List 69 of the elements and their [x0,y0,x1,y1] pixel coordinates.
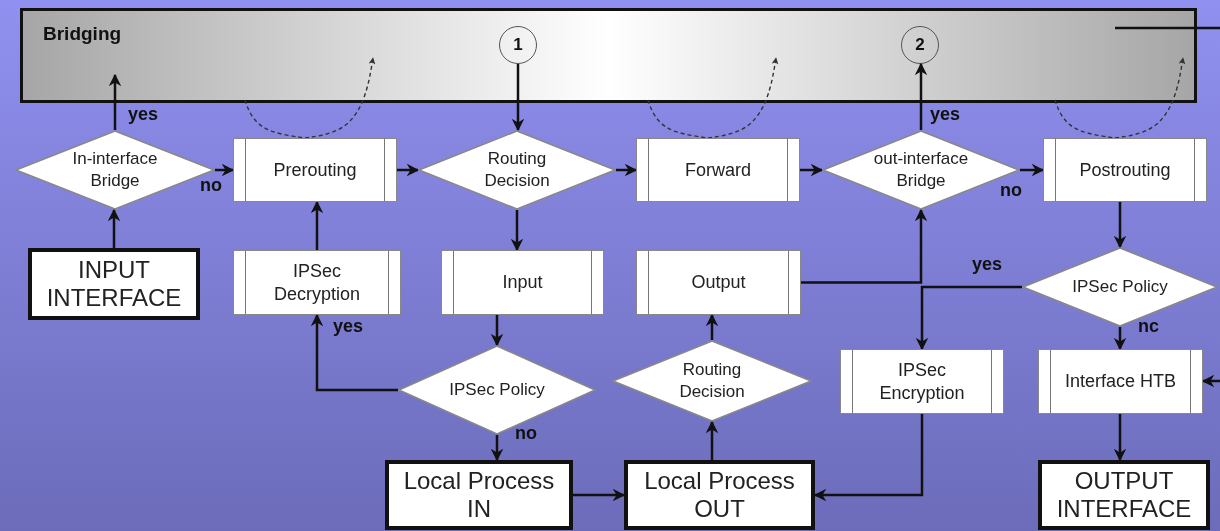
arrow [616,163,638,177]
node-label: Routing Decision [483,147,551,192]
process-box [233,250,401,315]
interface-box [1038,460,1210,530]
decision-diamond [418,130,616,210]
node-label: In-interface Bridge [71,147,159,192]
node-label: Routing Decision [678,358,746,403]
process-box [441,250,604,315]
arrow [1020,163,1045,177]
arrow [107,208,121,248]
node-label: Output [691,271,746,294]
arrow [1113,202,1127,249]
node-label: IPSec Decryption [272,260,361,305]
edge-label: no [200,175,222,196]
node-label: out-interface Bridge [872,147,970,192]
arrow [915,285,1022,351]
arrow [1201,374,1220,388]
edge-label: no [515,423,537,444]
node-label: IPSec Encryption [878,359,966,404]
process-box [1038,349,1203,414]
band-title: Bridging [43,23,122,45]
node-label: Local Process IN [402,467,556,523]
edge-label: yes [128,104,159,125]
decision-diamond [822,130,1020,210]
node-label: Input [502,271,543,294]
edge-label: yes [972,254,1003,275]
process-box [233,138,397,202]
arrow [801,208,928,284]
node-label: INPUT INTERFACE [45,256,183,312]
arrow [108,73,122,130]
node-label: Local Process OUT [643,467,796,523]
node-label: Interface HTB [1063,370,1177,393]
node-label: OUTPUT INTERFACE [1055,467,1193,523]
arrow [490,315,504,347]
arrow [800,163,824,177]
arrow [490,435,504,462]
process-box [1043,138,1207,202]
edge-label: no [1000,180,1022,201]
arrow [215,163,235,177]
arrow [310,313,398,392]
edge-label: nc [1138,316,1159,337]
arrow [510,210,524,252]
node-label: Forward [685,158,751,182]
node-label: IPSec Policy [448,378,546,401]
edge-label: yes [930,104,961,125]
bridging-band [20,8,1197,103]
arrow [1113,414,1127,462]
arrow [705,313,719,340]
interface-box [624,460,815,530]
arrow [1113,327,1127,351]
arrow [573,488,626,502]
process-box [840,349,1004,414]
decision-diamond [612,340,812,422]
interface-box [28,248,200,320]
process-box [636,138,800,202]
node-label: Postrouting [1079,158,1171,182]
process-box [636,250,801,315]
arrow [310,200,324,250]
node-label: Prerouting [273,158,357,182]
dashed-arrow [707,57,779,139]
arrow [511,64,525,132]
edge-label: yes [333,316,364,337]
node-label: IPSec Policy [1071,275,1169,298]
interface-box [385,460,573,530]
arrow [397,163,420,177]
dashed-arrow [304,57,376,139]
arrow [705,420,719,460]
arrow [914,62,928,130]
dashed-arrow [1114,57,1186,139]
